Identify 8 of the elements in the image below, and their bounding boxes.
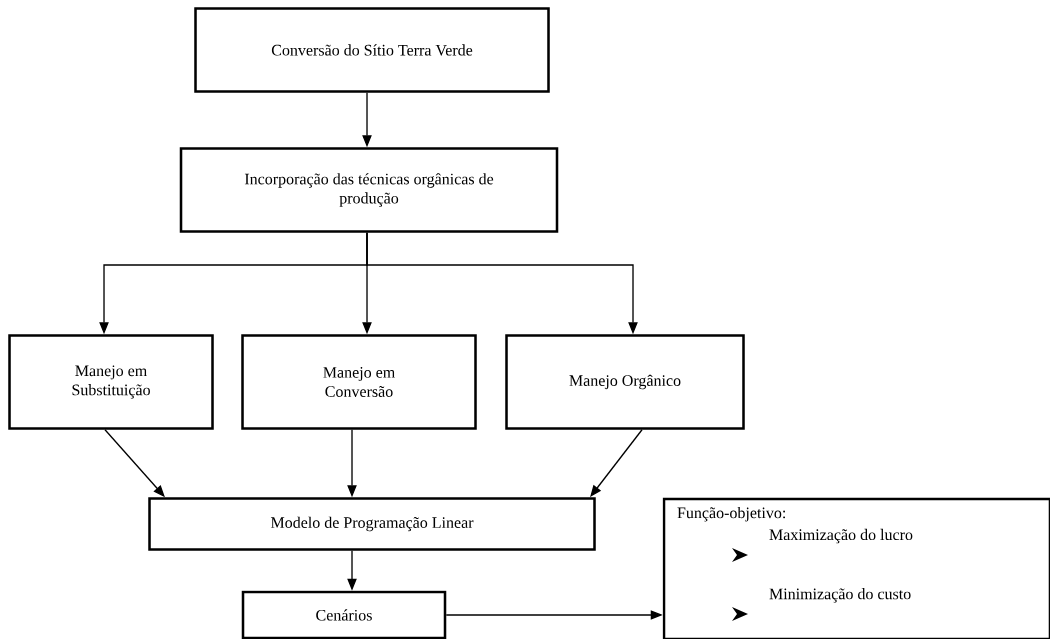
process-box: Modelo de Programação Linear — [148, 497, 596, 551]
process-box: Manejo em Conversão — [241, 334, 477, 430]
objective-box: Função-objetivo: Maximização do lucro Minimização do custo — [662, 497, 1050, 639]
process-box: Conversão do Sítio Terra Verde — [194, 7, 550, 93]
process-box: Cenários — [241, 590, 447, 639]
process-box: Incorporação das técnicas orgânicas de produção — [179, 147, 559, 233]
process-box: Manejo em Substituição — [8, 334, 214, 430]
process-box: Manejo Orgânico — [505, 334, 745, 430]
